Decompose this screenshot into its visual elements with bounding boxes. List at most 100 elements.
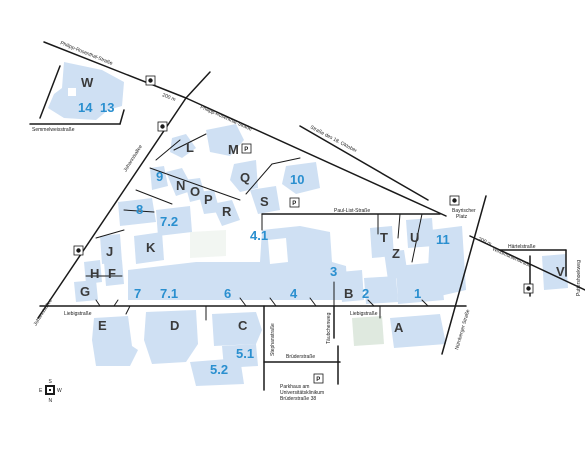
compass: S N E W — [39, 379, 62, 404]
label-s[interactable]: S — [260, 194, 269, 209]
building-c — [212, 312, 262, 346]
building-d — [144, 310, 198, 364]
label-z[interactable]: Z — [392, 246, 400, 261]
label-a[interactable]: A — [394, 320, 404, 335]
icons: P P P — [73, 75, 534, 384]
building-b — [340, 270, 364, 302]
label-d[interactable]: D — [170, 318, 179, 333]
building-a — [390, 314, 446, 348]
label-h[interactable]: H — [90, 266, 99, 281]
building-9 — [150, 166, 168, 190]
label-t[interactable]: T — [380, 230, 388, 245]
label-3[interactable]: 3 — [330, 264, 337, 279]
building-j — [100, 234, 122, 264]
building-f — [104, 260, 124, 286]
label-b[interactable]: B — [344, 286, 353, 301]
street-brueder: Brüderstraße — [286, 354, 315, 360]
parking-symbol: P — [316, 377, 320, 383]
label-10[interactable]: 10 — [290, 172, 304, 187]
green-area — [352, 316, 384, 346]
label-j[interactable]: J — [106, 244, 113, 259]
label-v[interactable]: V — [556, 264, 565, 279]
building-s — [250, 186, 280, 214]
building-e — [92, 316, 138, 366]
buildings — [48, 62, 568, 386]
parking-note-line3: Brüderstraße 38 — [280, 396, 316, 402]
building-q — [230, 160, 258, 192]
label-o[interactable]: O — [190, 184, 200, 199]
label-2[interactable]: 2 — [362, 286, 369, 301]
building-u — [406, 218, 434, 248]
compass-south: S — [49, 379, 53, 385]
building-5-2 — [190, 358, 244, 386]
label-e[interactable]: E — [98, 318, 107, 333]
label-n[interactable]: N — [176, 178, 185, 193]
street-stephan: Stephanstraße — [270, 323, 276, 356]
label-7-1[interactable]: 7.1 — [160, 286, 178, 301]
building-central-complex — [128, 226, 348, 300]
label-6[interactable]: 6 — [224, 286, 231, 301]
building-k — [134, 232, 164, 264]
building-h — [84, 260, 102, 284]
building-8 — [118, 198, 156, 226]
parking-icon[interactable] — [241, 143, 252, 154]
building-2 — [364, 276, 398, 304]
parking-icon[interactable] — [289, 197, 300, 208]
building-7-2 — [156, 206, 192, 236]
label-c[interactable]: C — [238, 318, 248, 333]
distance-label: 200 m — [477, 236, 492, 247]
street-tauber: Täubchenweg — [326, 312, 332, 344]
street-liebig-1: Liebigstraße — [64, 311, 92, 317]
label-r[interactable]: R — [222, 204, 232, 219]
street-puttershoek: Puttershoekweg — [576, 260, 582, 296]
building-m — [206, 124, 244, 156]
label-g[interactable]: G — [80, 284, 90, 299]
street-nuernberger: Nürnberger Straße — [454, 309, 471, 351]
street-johannis-1: Johannisallee — [123, 144, 144, 173]
label-k[interactable]: K — [146, 240, 156, 255]
street-liebig-2: Liebigstraße — [350, 311, 378, 317]
building-1 — [396, 262, 444, 304]
building-labels: 14 13 10 9 8 7.2 4.1 3 11 7 7.1 6 4 2 1 … — [78, 75, 565, 377]
label-f[interactable]: F — [108, 266, 116, 281]
label-13[interactable]: 13 — [100, 100, 114, 115]
label-7[interactable]: 7 — [134, 286, 141, 301]
label-5-1[interactable]: 5.1 — [236, 346, 254, 361]
bayrischer-platz-line2: Platz — [456, 214, 468, 220]
bayrischer-platz-line1: Bayrischer — [452, 208, 476, 214]
compass-east: E — [39, 388, 43, 394]
label-8[interactable]: 8 — [136, 202, 143, 217]
building-g — [74, 280, 98, 302]
compass-west: W — [57, 388, 62, 394]
street-johannis-2: Johannisallee — [33, 298, 54, 327]
building-10 — [282, 162, 320, 194]
label-w[interactable]: W — [81, 75, 94, 90]
street-18-oktober: Straße des 18. Oktober — [309, 124, 358, 154]
label-q[interactable]: Q — [240, 170, 250, 185]
distance-label: 200 m — [161, 92, 176, 103]
label-p[interactable]: P — [204, 192, 213, 207]
label-4-1[interactable]: 4.1 — [250, 228, 268, 243]
parking-note-line2: Universitätsklinikum — [280, 390, 324, 396]
label-9[interactable]: 9 — [156, 169, 163, 184]
label-u[interactable]: U — [410, 230, 419, 245]
parking-symbol: P — [244, 147, 248, 153]
building-r — [212, 200, 240, 226]
label-4[interactable]: 4 — [290, 286, 298, 301]
label-1[interactable]: 1 — [414, 286, 421, 301]
building-t — [370, 226, 394, 258]
label-7-2[interactable]: 7.2 — [160, 214, 178, 229]
street-semmelweis: Semmelweisstraße — [32, 127, 75, 133]
building-v — [542, 254, 568, 290]
label-14[interactable]: 14 — [78, 100, 93, 115]
label-l[interactable]: L — [186, 140, 194, 155]
parking-note-line1: Parkhaus am — [280, 384, 309, 390]
label-5-2[interactable]: 5.2 — [210, 362, 228, 377]
building-w — [48, 62, 124, 120]
label-11[interactable]: 11 — [436, 232, 450, 247]
parking-icon[interactable] — [313, 373, 324, 384]
street-paul-list: Paul-List-Straße — [334, 208, 370, 214]
parking-symbol: P — [292, 201, 296, 207]
label-m[interactable]: M — [228, 142, 239, 157]
